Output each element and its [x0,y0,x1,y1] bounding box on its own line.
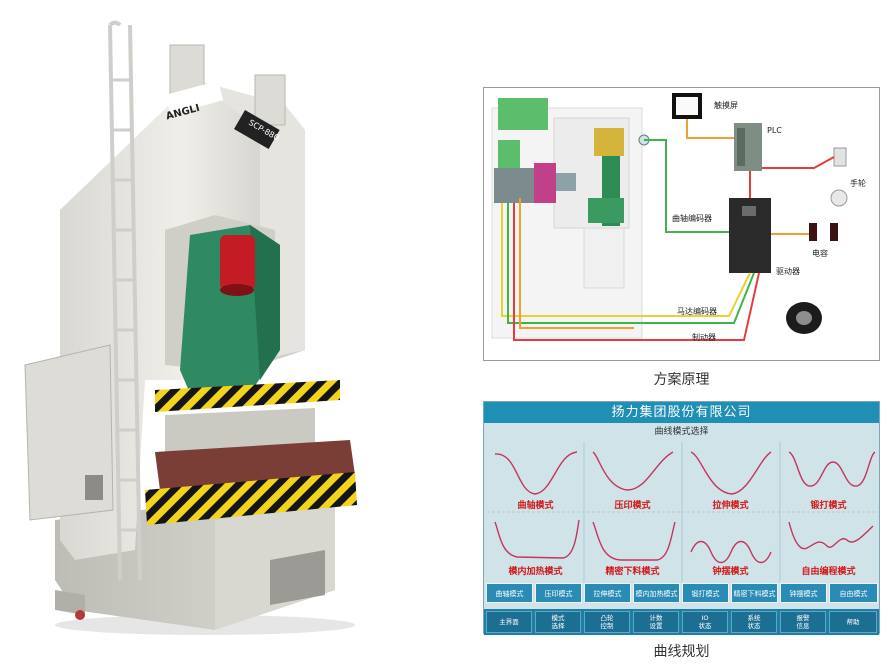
hmi-title: 扬力集团股份有限公司 [484,402,879,423]
nav-button-main[interactable]: 主界面 [486,611,532,633]
control-schematic: 触摸屏 PLC 手轮 曲轴编码器 电容 驱动器 马达编码器 制动器 [483,87,880,361]
mode-button-in-mold-heat[interactable]: 模内加热模式 [633,583,680,603]
curve-label-free-program: 自由编程模式 [801,567,856,577]
label-crank-encoder: 曲轴编码器 [672,214,712,223]
label-motor-encoder: 马达编码器 [677,307,717,316]
caption-principle: 方案原理 [653,372,710,388]
nav-button-count-settings[interactable]: 计数设置 [633,611,679,633]
nav-label: 报警 [796,614,810,622]
nav-label: 选择 [551,622,565,630]
nav-button-cam-control[interactable]: 凸轮控制 [584,611,630,633]
hmi-screen: 扬力集团股份有限公司 曲线模式选择 曲轴模式 压印模式 拉伸模式 锻打模式 模内… [483,401,880,635]
mode-button-forge[interactable]: 锻打模式 [682,583,729,603]
curve-crank [494,451,578,495]
schematic-drawing [491,93,848,341]
hmi-subtitle: 曲线模式选择 [654,427,709,437]
curve-emboss [592,451,674,491]
nav-label: 计数 [649,614,663,622]
nav-button-alarm-info[interactable]: 报警信息 [780,611,826,633]
nav-label: 模式 [551,614,565,622]
nav-button-mode-select[interactable]: 模式选择 [535,611,581,633]
nav-button-help[interactable]: 帮助 [829,611,877,633]
nav-label: 状态 [698,622,712,630]
curve-free-program [788,521,874,550]
nav-label: 主界面 [499,618,519,626]
nav-label: 系统 [747,614,761,622]
mode-button-crank[interactable]: 曲轴模式 [486,583,533,603]
curve-label-in-mold-heat: 模内加热模式 [508,567,563,577]
curve-grid [487,442,878,582]
label-plc: PLC [767,126,782,135]
caption-curve-planning: 曲线规划 [653,644,710,660]
nav-label: 控制 [600,622,614,630]
nav-label: 凸轮 [600,614,614,622]
curve-label-precision-blanking: 精密下料模式 [605,567,660,577]
curve-label-stretch: 拉伸模式 [712,501,749,511]
curve-label-emboss: 压印模式 [614,501,651,511]
label-handwheel: 手轮 [850,179,866,188]
curve-in-mold-heat [494,519,580,559]
curve-stretch [690,451,772,495]
curve-label-forge: 锻打模式 [810,501,847,511]
curve-pendulum [690,540,772,564]
label-brake: 制动器 [692,333,716,342]
mode-button-emboss[interactable]: 压印模式 [535,583,582,603]
mode-button-stretch[interactable]: 拉伸模式 [584,583,631,603]
nav-label: 帮助 [846,618,860,626]
nav-label: 信息 [796,622,810,630]
curve-forge [788,451,876,487]
nav-button-system-status[interactable]: 系统状态 [731,611,777,633]
label-driver: 驱动器 [776,267,800,276]
curve-precision-blanking [592,521,676,561]
press-machine-image: ANGLI SCP-880 [24,20,357,635]
curve-label-pendulum: 钟摆模式 [712,567,749,577]
curve-label-crank: 曲轴模式 [517,501,554,511]
nav-label: 状态 [747,622,761,630]
label-capacitor: 电容 [812,249,828,258]
mode-button-pendulum[interactable]: 钟摆模式 [780,583,827,603]
label-touchscreen: 触摸屏 [714,101,738,110]
mode-button-precision-blanking[interactable]: 精密下料模式 [731,583,778,603]
nav-label: IO [701,614,709,622]
mode-button-free[interactable]: 自由模式 [829,583,878,603]
nav-label: 设置 [649,622,663,630]
